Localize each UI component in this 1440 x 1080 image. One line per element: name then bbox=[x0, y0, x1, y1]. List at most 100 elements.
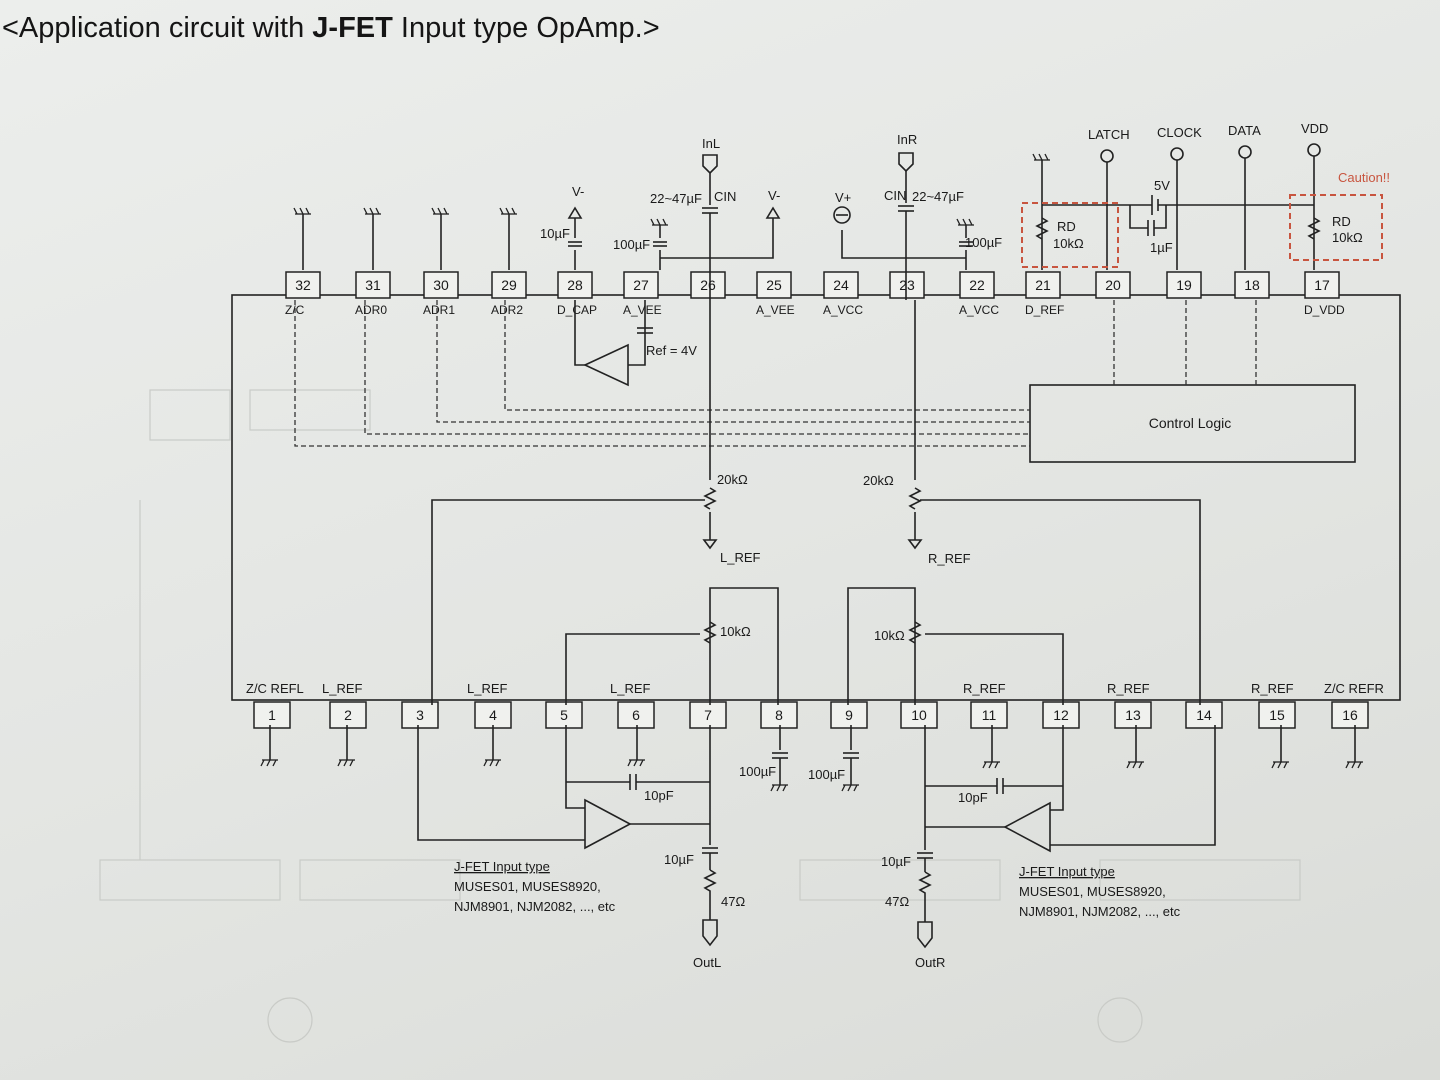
ground-hatch bbox=[305, 207, 310, 215]
ground-hatch bbox=[363, 207, 368, 215]
cap-100uf-pin9: 100µF bbox=[808, 767, 845, 782]
pin-box bbox=[959, 271, 995, 299]
pin-label: L_REF bbox=[610, 681, 651, 696]
res-47-left: 47Ω bbox=[721, 894, 745, 909]
ground-hatch bbox=[349, 759, 354, 767]
ground-hatch bbox=[293, 207, 298, 215]
pin-label: D_CAP bbox=[557, 303, 597, 317]
pin-box bbox=[1234, 271, 1270, 299]
v-minus-label-1: V- bbox=[572, 184, 584, 199]
cin-label-left: CIN bbox=[714, 189, 736, 204]
cap-cin-range-right: 22~47µF bbox=[912, 189, 964, 204]
pin-number: 6 bbox=[632, 707, 640, 723]
ground-hatch bbox=[1038, 153, 1043, 161]
pin-number: 15 bbox=[1269, 707, 1285, 723]
ground-hatch bbox=[443, 207, 448, 215]
ground-hatch bbox=[1357, 761, 1362, 769]
pin-number: 14 bbox=[1196, 707, 1212, 723]
ground-hatch bbox=[853, 784, 858, 792]
pot-20k-right-label: 20kΩ bbox=[863, 473, 894, 488]
ground-hatch bbox=[1351, 761, 1356, 769]
pin-box bbox=[760, 701, 798, 729]
pin-number: 31 bbox=[365, 277, 381, 293]
pin-number: 22 bbox=[969, 277, 985, 293]
pin-number: 18 bbox=[1244, 277, 1260, 293]
pin-label: R_REF bbox=[1251, 681, 1294, 696]
ground-hatch bbox=[847, 784, 852, 792]
pin-box bbox=[756, 271, 792, 299]
pin-number: 3 bbox=[416, 707, 424, 723]
cap-10uf-outr: 10µF bbox=[881, 854, 911, 869]
ground-hatch bbox=[299, 207, 304, 215]
pin-box bbox=[889, 271, 925, 299]
internal-annotations: 20kΩ 20kΩ L_REF R_REF 10kΩ 10kΩ bbox=[717, 472, 971, 643]
title-bold: J-FET bbox=[312, 12, 393, 44]
pin-box bbox=[1042, 701, 1080, 729]
ground-hatch bbox=[337, 759, 342, 767]
pin-number: 16 bbox=[1342, 707, 1358, 723]
opamp-note-right-line1: MUSES01, MUSES8920, bbox=[1019, 884, 1166, 899]
clock-label: CLOCK bbox=[1157, 125, 1202, 140]
pin-label: A_VEE bbox=[623, 303, 662, 317]
ref-4v-label: Ref = 4V bbox=[646, 343, 697, 358]
bleed-through bbox=[99, 389, 1301, 1043]
pin-number: 21 bbox=[1035, 277, 1051, 293]
opamp-note-left-heading: J-FET Input type bbox=[454, 859, 550, 874]
rd-value-right: 10kΩ bbox=[1332, 230, 1363, 245]
res-47-right: 47Ω bbox=[885, 894, 909, 909]
ground-hatch bbox=[968, 218, 973, 226]
pin-label: A_VCC bbox=[823, 303, 863, 317]
ground-hatch bbox=[1283, 761, 1288, 769]
pin-number: 29 bbox=[501, 277, 517, 293]
outl-label: OutL bbox=[693, 955, 721, 970]
title-suffix: Input type OpAmp.> bbox=[392, 12, 660, 44]
pin-number: 25 bbox=[766, 277, 782, 293]
ground-hatch bbox=[841, 784, 846, 792]
pin-box bbox=[329, 701, 367, 729]
ground-hatch bbox=[650, 218, 655, 226]
pin-number: 2 bbox=[344, 707, 352, 723]
pin-label: D_REF bbox=[1025, 303, 1064, 317]
opamp-note-left-line1: MUSES01, MUSES8920, bbox=[454, 879, 601, 894]
ground-hatch bbox=[375, 207, 380, 215]
pin-box bbox=[1304, 271, 1340, 299]
inl-label: InL bbox=[702, 136, 720, 151]
ground-hatch bbox=[662, 218, 667, 226]
pin-number: 27 bbox=[633, 277, 649, 293]
control-logic-block bbox=[1029, 384, 1356, 463]
ic-body bbox=[231, 294, 1401, 701]
ground-hatch bbox=[1138, 761, 1143, 769]
ground-hatch bbox=[1032, 153, 1037, 161]
ground-hatch bbox=[782, 784, 787, 792]
pin-box bbox=[690, 271, 726, 299]
outr-label: OutR bbox=[915, 955, 945, 970]
ground-hatch bbox=[1132, 761, 1137, 769]
pin-number: 30 bbox=[433, 277, 449, 293]
pin-number: 24 bbox=[833, 277, 849, 293]
ground-hatch bbox=[962, 218, 967, 226]
pin-label: L_REF bbox=[322, 681, 363, 696]
pot-10k-left-label: 10kΩ bbox=[720, 624, 751, 639]
ground-hatch bbox=[483, 759, 488, 767]
pin-number: 8 bbox=[775, 707, 783, 723]
pin-number: 17 bbox=[1314, 277, 1330, 293]
ground-hatch bbox=[1044, 153, 1049, 161]
opamp-note-right-line2: NJM8901, NJM2082, ..., etc bbox=[1019, 904, 1181, 919]
ground-hatch bbox=[1277, 761, 1282, 769]
ground-hatch bbox=[505, 207, 510, 215]
pin-number: 9 bbox=[845, 707, 853, 723]
pin-number: 19 bbox=[1176, 277, 1192, 293]
page-title: <Application circuit with J-FET Input ty… bbox=[2, 12, 660, 45]
cap-100uf-top-left: 100µF bbox=[613, 237, 650, 252]
ground-hatch bbox=[1126, 761, 1131, 769]
cin-label-right: CIN bbox=[884, 188, 906, 203]
pin-box bbox=[253, 701, 291, 729]
ground-hatch bbox=[499, 207, 504, 215]
pin-number: 23 bbox=[899, 277, 915, 293]
pin-number: 20 bbox=[1105, 277, 1121, 293]
cap-10uf-outl: 10µF bbox=[664, 852, 694, 867]
bottom-annotations: 10pF 10pF 100µF 100µF 10µF 10µF 47Ω 47Ω … bbox=[454, 764, 1181, 970]
latch-label: LATCH bbox=[1088, 127, 1130, 142]
